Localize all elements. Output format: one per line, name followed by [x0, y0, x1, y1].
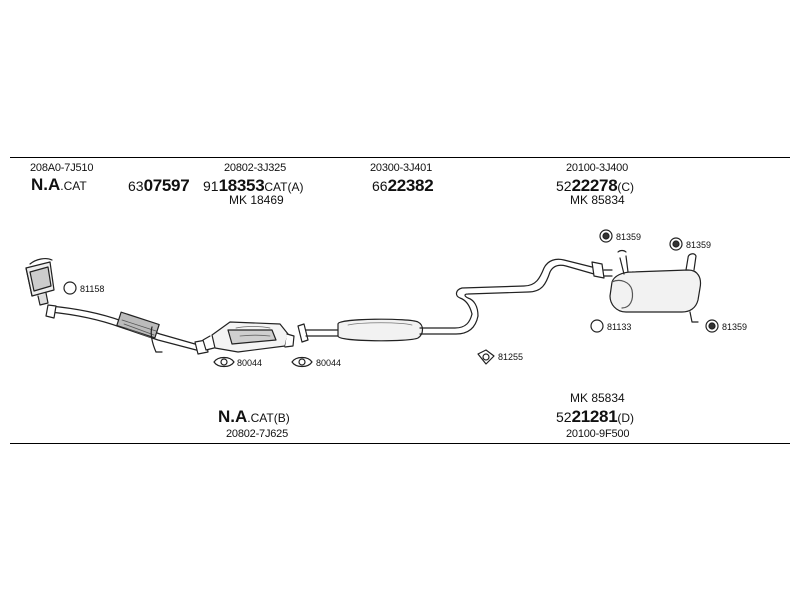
- ref-80044: 80044: [316, 358, 342, 368]
- ref-81133: 81133: [607, 322, 632, 332]
- gasket-80044-a: [213, 356, 235, 368]
- front-catalyst: [25, 258, 55, 306]
- mk-label: MK 85834: [570, 193, 625, 207]
- ref-81359: 81359: [616, 232, 642, 242]
- ref-81359: 81359: [686, 240, 712, 250]
- ref-81359: 81359: [722, 322, 748, 332]
- mk-label: MK 18469: [229, 193, 284, 207]
- hanger-81359-a: [599, 229, 613, 243]
- center-muffler: [297, 313, 479, 343]
- ref-81255: 81255: [498, 352, 524, 362]
- part-code-label: 5222278(C): [556, 176, 635, 195]
- rear-muffler: [609, 249, 702, 323]
- gasket-80044-b: [291, 356, 313, 368]
- part-number-label: 20802-3J325: [224, 162, 287, 174]
- part-number-label: 20100-9F500: [566, 428, 630, 440]
- part-code-label: 9118353CAT(A): [203, 176, 304, 195]
- part-number-label: 20100-3J400: [566, 162, 629, 174]
- hanger-81359-c: [705, 319, 719, 333]
- rear-pipe: [455, 258, 613, 317]
- part-number-label: 20802-7J625: [226, 428, 289, 440]
- bottom-rule: [10, 443, 790, 444]
- ref-80044: 80044: [237, 358, 263, 368]
- top-rule: [10, 157, 790, 158]
- na-cat-label: N.A.CAT: [31, 175, 87, 194]
- part-code-label: 6307597: [128, 176, 190, 195]
- clamp-81255: [477, 349, 495, 365]
- hanger-81359-b: [669, 237, 683, 251]
- mk-label: MK 85834: [570, 391, 625, 405]
- center-catalyst: [202, 321, 295, 353]
- part-code-label: 5221281(D): [556, 407, 635, 426]
- gasket-81158: [63, 281, 77, 295]
- na-cat-label: N.A.CAT(B): [218, 407, 290, 426]
- part-number-label: 208A0-7J510: [30, 162, 94, 174]
- part-number-label: 20300-3J401: [370, 162, 433, 174]
- front-pipe: [45, 304, 209, 355]
- ref-81158: 81158: [80, 284, 105, 294]
- gasket-81133: [590, 319, 604, 333]
- part-code-label: 6622382: [372, 176, 434, 195]
